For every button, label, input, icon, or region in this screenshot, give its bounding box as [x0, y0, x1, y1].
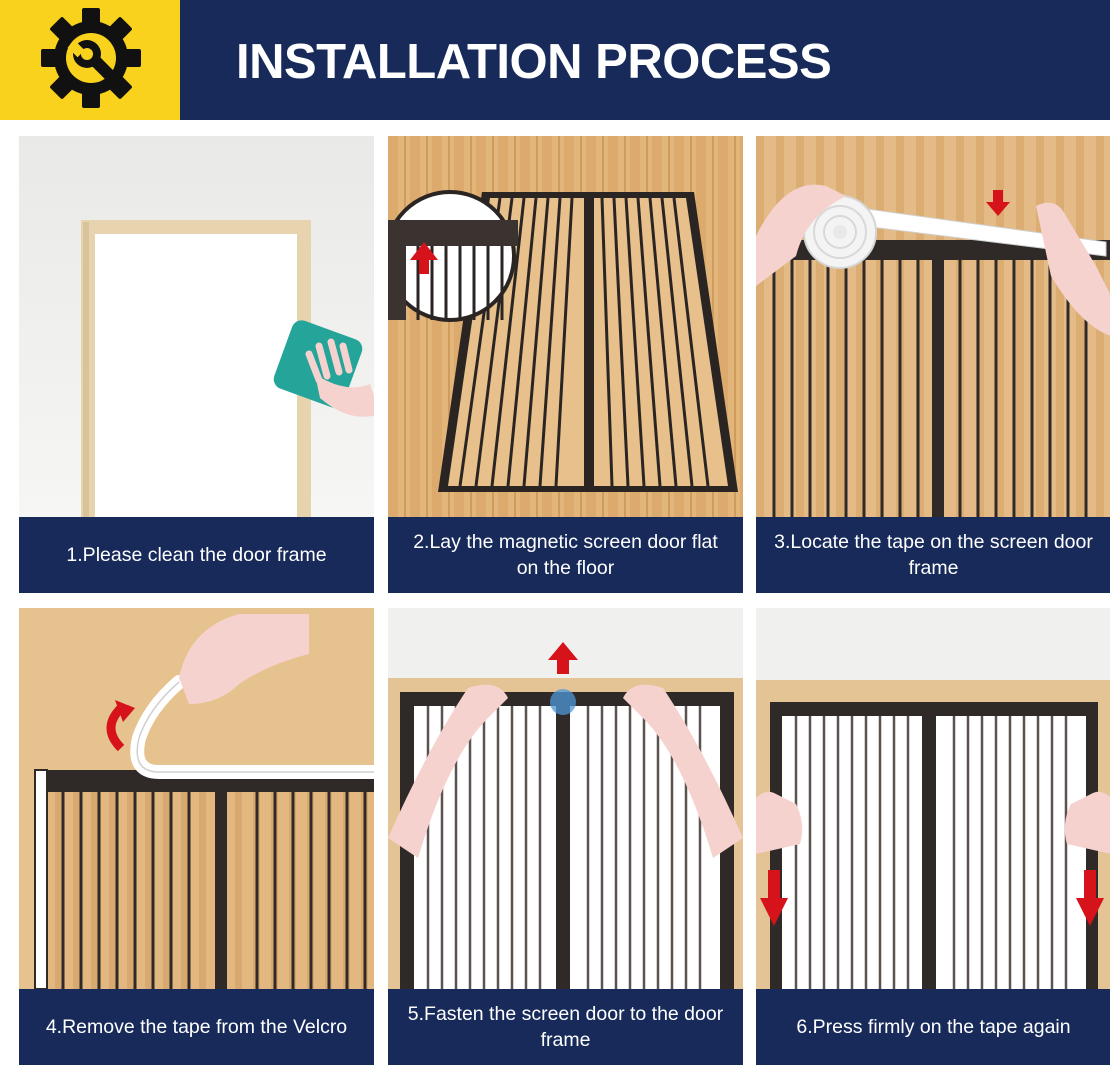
- arrow-down-icon: [986, 190, 1010, 216]
- arrow-up-icon: [548, 642, 578, 674]
- step-card-6: 6.Press firmly on the tape again: [756, 608, 1110, 1065]
- step-card-2: 2.Lay the magnetic screen door flat on t…: [388, 136, 743, 593]
- rotate-arrow-icon: [106, 704, 125, 752]
- logo-box: [0, 0, 180, 120]
- arrow-down-icon: [1076, 870, 1104, 926]
- step-2-caption: 2.Lay the magnetic screen door flat on t…: [388, 517, 743, 593]
- page-title: INSTALLATION PROCESS: [236, 35, 832, 89]
- cleaning-cloth-icon: [273, 320, 374, 417]
- step-5-illustration: [388, 608, 743, 989]
- step-card-5: 5.Fasten the screen door to the door fra…: [388, 608, 743, 1065]
- step-card-3: 3.Locate the tape on the screen door fra…: [756, 136, 1110, 593]
- step-5-caption: 5.Fasten the screen door to the door fra…: [388, 989, 743, 1065]
- step-card-1: 1.Please clean the door frame: [19, 136, 374, 593]
- step-6-illustration: [756, 608, 1110, 989]
- gear-wrench-icon: [41, 8, 141, 108]
- step-3-caption: 3.Locate the tape on the screen door fra…: [756, 517, 1110, 593]
- arrow-down-icon: [760, 870, 788, 926]
- step-3-illustration: [756, 136, 1110, 517]
- step-4-caption: 4.Remove the tape from the Velcro: [19, 989, 374, 1065]
- step-6-caption: 6.Press firmly on the tape again: [756, 989, 1110, 1065]
- step-1-illustration: [19, 136, 374, 517]
- arrow-up-icon: [410, 242, 438, 274]
- step-1-caption: 1.Please clean the door frame: [19, 517, 374, 593]
- magnifier-icon: [388, 190, 518, 322]
- header-banner: INSTALLATION PROCESS: [0, 0, 1110, 120]
- step-2-illustration: [388, 136, 743, 517]
- step-4-illustration: [19, 608, 374, 989]
- step-card-4: 4.Remove the tape from the Velcro: [19, 608, 374, 1065]
